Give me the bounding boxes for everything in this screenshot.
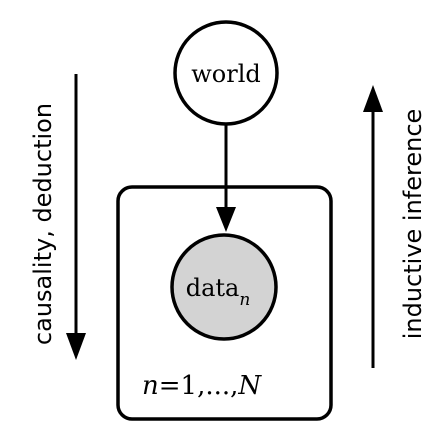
data-label-subscript: n [239,290,250,310]
left-arrow-label: causality, deduction [29,103,57,345]
plate-label: n=1,...,N [142,371,262,401]
world-to-data-arrowhead [216,207,236,232]
left-down-arrowhead [66,333,86,360]
world-label: world [191,60,261,88]
plate-label-var: n [142,371,159,401]
plate-label-N: N [237,371,262,401]
plate-label-rest: =1,..., [159,371,239,401]
data-label: datan [186,274,251,310]
right-arrow-label: inductive inference [399,109,427,340]
right-up-arrowhead [363,85,383,112]
data-label-main: data [186,274,240,302]
data-node [170,233,278,341]
